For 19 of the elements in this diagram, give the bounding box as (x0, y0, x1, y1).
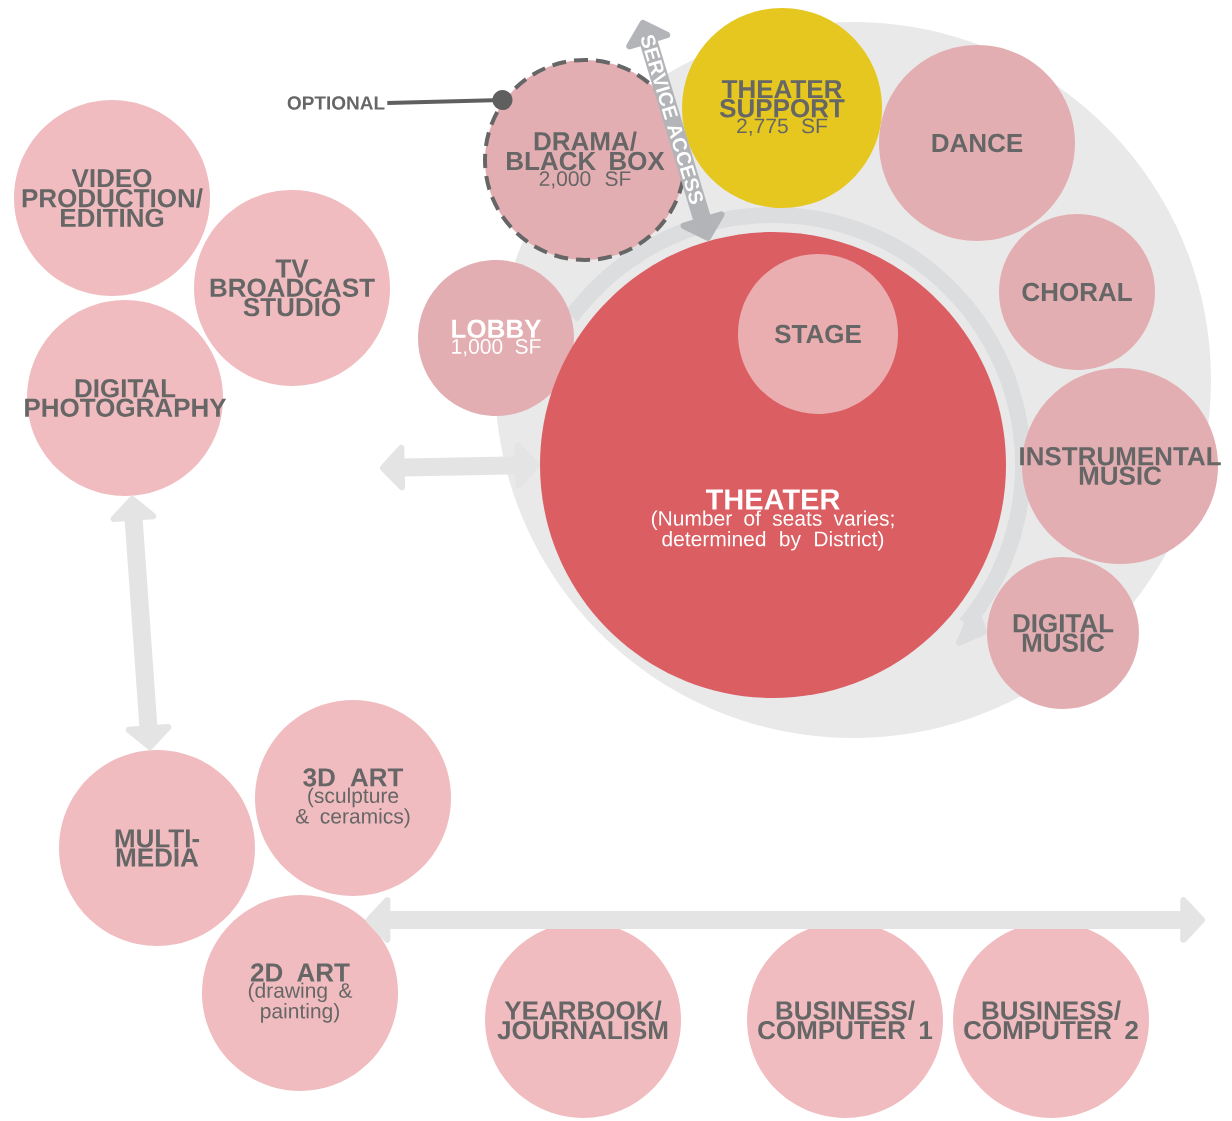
circle-node: LOBBY 1,000 SF (418, 260, 574, 416)
double-arrow (380, 442, 540, 491)
circle-node: DANCE (879, 45, 1075, 241)
leader-line (387, 90, 513, 111)
circle-node: BUSINESS/ COMPUTER 2 (953, 922, 1149, 1118)
double-arrow (110, 495, 172, 751)
double-arrow (626, 19, 725, 241)
circle-node: MULTI- MEDIA (59, 750, 255, 946)
double-arrow (365, 897, 1205, 943)
circle-node: 2D ART (drawing & painting) (202, 895, 398, 1091)
circle-node: CHORAL (999, 214, 1155, 370)
circle-node: VIDEO PRODUCTION/ EDITING (14, 100, 210, 296)
circle-node: STAGE (738, 254, 898, 414)
circle-node: 3D ART (sculpture & ceramics) (255, 700, 451, 896)
circle-node: BUSINESS/ COMPUTER 1 (747, 922, 943, 1118)
label-text: OPTIONAL (287, 96, 385, 110)
circle-node: YEARBOOK/ JOURNALISM (485, 922, 681, 1118)
circulation-arrow (565, 207, 1031, 646)
circle-node: DIGITAL MUSIC (987, 557, 1139, 709)
